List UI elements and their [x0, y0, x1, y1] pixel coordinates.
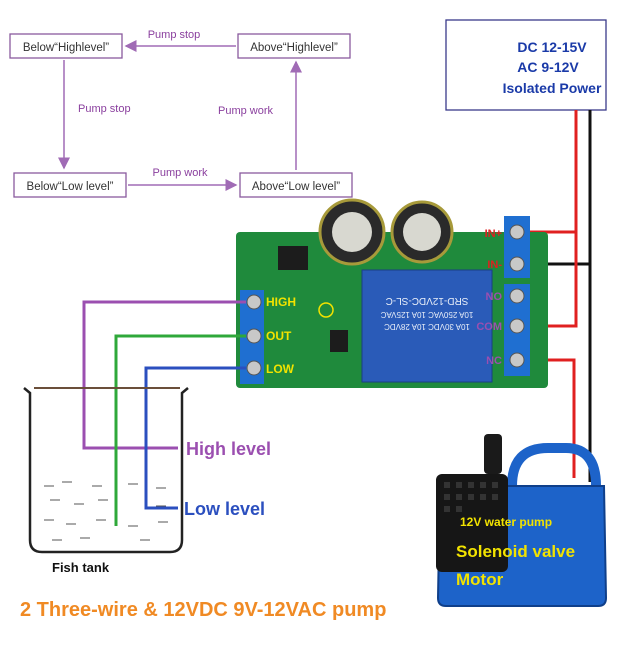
terminal-label-no: NO — [486, 291, 503, 303]
water-dashes — [44, 481, 168, 541]
terminal-screw-out — [246, 328, 262, 344]
pump-grille — [436, 474, 508, 572]
pump-line-1: 12V water pump — [460, 515, 552, 529]
water-pump: 12V water pump Solenoid valve Motor — [436, 434, 608, 607]
caption: 2 Three-wire & 12VDC 9V-12VAC pump — [20, 599, 386, 621]
wire-red-in-plus — [528, 110, 578, 234]
arrow-right-label: Pump work — [218, 105, 274, 117]
ic-chip — [278, 246, 308, 270]
tank-outline — [23, 387, 189, 554]
pump-line-3: Motor — [456, 570, 504, 589]
box-below-low — [13, 172, 127, 198]
box-above-low — [239, 172, 353, 198]
wire-low — [144, 366, 246, 510]
terminal-label-nc: NC — [486, 355, 502, 367]
capacitor-2-top — [403, 213, 441, 251]
terminal-screw-high — [246, 294, 262, 310]
wire-high — [82, 300, 246, 450]
fish-tank: Fish tank High level Low level — [23, 387, 271, 575]
led-marker — [318, 302, 334, 318]
power-line-3: Isolated Power — [503, 80, 602, 96]
terminal-label-out: OUT — [266, 329, 292, 343]
pump-line-2: Solenoid valve — [456, 542, 575, 561]
power-line-2: AC 9-12V — [517, 59, 579, 75]
capacitor-1-top — [332, 212, 372, 252]
relay-text-1: SRD-12VDC-SL-C — [386, 295, 469, 306]
box-below-high — [9, 33, 123, 59]
terminal-label-com: COM — [476, 321, 502, 333]
tank-label: Fish tank — [52, 560, 110, 575]
terminal-label-in-plus: IN+ — [485, 228, 502, 240]
terminal-screw-in-minus — [509, 256, 525, 272]
state-flow: Below“Highlevel” Above“Highlevel” Below“… — [9, 29, 353, 198]
probe-wires — [82, 300, 246, 526]
box-above-high — [237, 33, 351, 59]
transistor — [330, 330, 348, 352]
terminal-screw-nc — [509, 352, 525, 368]
pump-grille-holes — [444, 482, 498, 512]
terminal-screw-in-plus — [509, 224, 525, 240]
box-below-low-text: Below“Low level” — [27, 181, 114, 193]
terminal-screw-low — [246, 360, 262, 376]
relay-text-2: 10A 250VAC 10A 125VAC — [380, 310, 473, 319]
terminal-label-low: LOW — [266, 362, 295, 376]
arrow-left-label: Pump stop — [78, 103, 131, 115]
relay-text-3: 10A 30VDC 10A 28VDC — [384, 322, 470, 331]
relay — [361, 269, 493, 383]
wire-out — [114, 334, 246, 526]
terminal-screw-no — [509, 288, 525, 304]
pump-handle — [507, 443, 601, 487]
high-level-label: High level — [186, 439, 271, 459]
power-box — [445, 19, 607, 111]
pump-outlet — [484, 434, 502, 474]
box-below-high-text: Below“Highlevel” — [23, 42, 109, 54]
terminal-label-in-minus: IN- — [487, 259, 502, 271]
power-line-1: DC 12-15V — [517, 39, 587, 55]
terminal-screw-com — [509, 318, 525, 334]
low-level-label: Low level — [184, 499, 265, 519]
relay-board: SRD-12VDC-SL-C 10A 250VAC 10A 125VAC 10A… — [236, 198, 548, 388]
arrow-bottom-label: Pump work — [152, 167, 208, 179]
box-above-high-text: Above“Highlevel” — [250, 42, 338, 54]
box-above-low-text: Above“Low level” — [252, 181, 340, 193]
terminal-label-high: HIGH — [266, 295, 296, 309]
arrow-top-label: Pump stop — [148, 29, 201, 41]
power-source: DC 12-15V AC 9-12V Isolated Power — [445, 19, 607, 111]
